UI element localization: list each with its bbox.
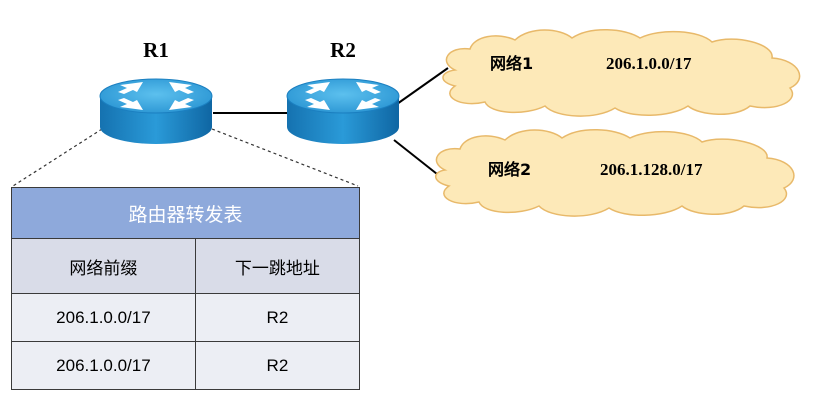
table-row: 206.1.0.0/17 R2 xyxy=(11,341,361,390)
router-arrows-icon xyxy=(118,82,194,110)
network1-prefix: 206.1.0.0/17 xyxy=(606,54,692,73)
network1-name: 网络1 xyxy=(490,54,533,73)
projection-line-left xyxy=(12,128,103,187)
row-next-hop: R2 xyxy=(194,293,361,342)
projection-line-right xyxy=(211,128,359,187)
header-prefix: 网络前缀 xyxy=(11,238,196,294)
table-title-row: 路由器转发表 xyxy=(11,187,360,239)
row-prefix: 206.1.0.0/17 xyxy=(11,341,196,390)
table-row: 206.1.0.0/17 R2 xyxy=(11,293,361,342)
link-r2-network1 xyxy=(396,67,449,105)
network2-name: 网络2 xyxy=(488,160,531,179)
router-r1-label: R1 xyxy=(143,38,169,62)
row-next-hop: R2 xyxy=(194,341,361,390)
router-r2-label: R2 xyxy=(330,38,356,62)
network2-prefix: 206.1.128.0/17 xyxy=(600,160,703,179)
network2-cloud[interactable] xyxy=(435,129,795,217)
table-title: 路由器转发表 xyxy=(11,187,360,239)
network1-cloud[interactable] xyxy=(442,29,801,117)
link-r2-network2 xyxy=(393,139,438,175)
router-r1[interactable] xyxy=(99,78,213,144)
row-prefix: 206.1.0.0/17 xyxy=(11,293,196,342)
router-r2[interactable] xyxy=(286,78,400,144)
router-arrows-icon xyxy=(305,82,381,110)
table-header-row: 网络前缀 下一跳地址 xyxy=(11,238,361,294)
forwarding-table: 路由器转发表 网络前缀 下一跳地址 206.1.0.0/17 R2 206.1.… xyxy=(11,187,361,390)
header-next-hop: 下一跳地址 xyxy=(194,238,361,294)
